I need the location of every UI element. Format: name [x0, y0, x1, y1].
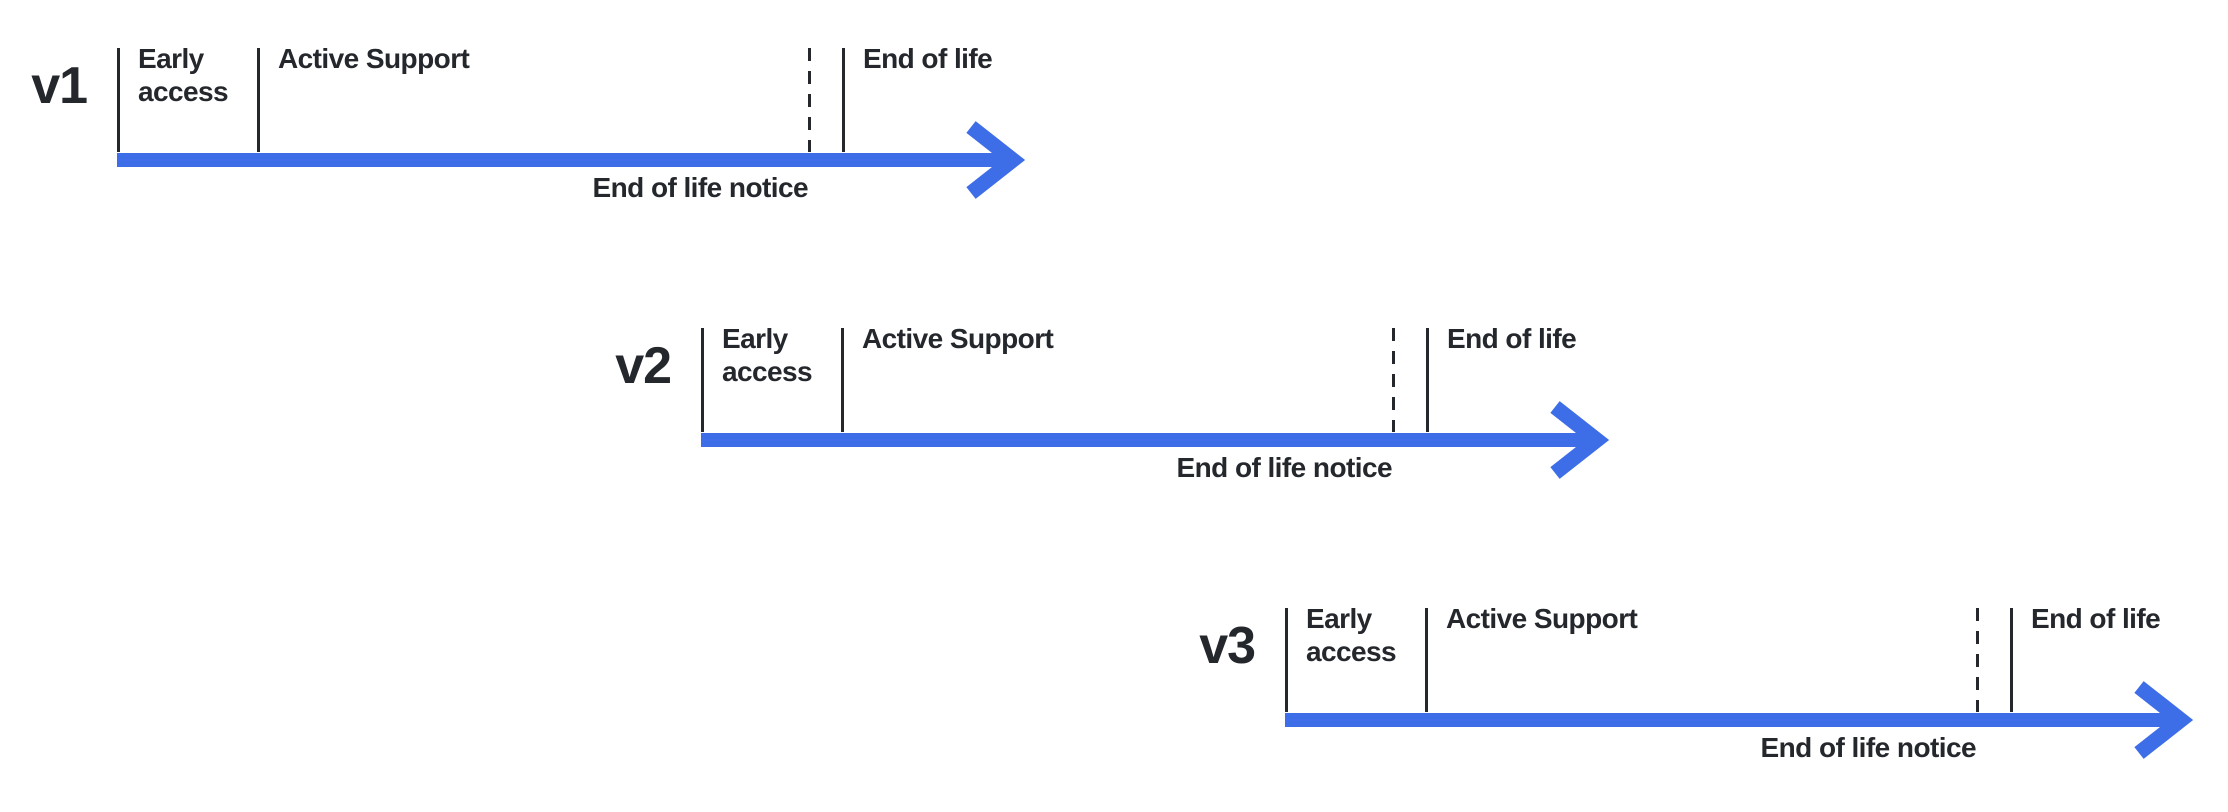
- end-of-life-label: End of life: [1447, 323, 1577, 354]
- early-access-label: Early access: [722, 323, 813, 387]
- end-of-life-notice-label: End of life notice: [1176, 452, 1393, 483]
- timeline-arrow-head-icon: [966, 121, 1026, 199]
- timeline-arrow-head-icon: [2134, 681, 2194, 759]
- early-access-label: Early access: [1306, 603, 1397, 667]
- timeline-axis-v1: [117, 48, 1026, 199]
- timeline-arrow-head-icon: [1550, 401, 1610, 479]
- end-of-life-label: End of life: [863, 43, 993, 74]
- version-label-v1: v1: [31, 57, 88, 115]
- end-of-life-notice-label: End of life notice: [1760, 732, 1977, 763]
- active-support-label: Active Support: [862, 323, 1054, 354]
- version-label-v2: v2: [615, 337, 672, 395]
- timeline-axis-v3: [1285, 608, 2194, 759]
- active-support-label: Active Support: [278, 43, 470, 74]
- early-access-label: Early access: [138, 43, 229, 107]
- timeline-v2: v2 Early access Active Support End of li…: [615, 323, 1621, 493]
- timeline-v3: v3 Early access Active Support End of li…: [1199, 603, 2205, 773]
- end-of-life-label: End of life: [2031, 603, 2161, 634]
- version-label-v3: v3: [1199, 617, 1256, 675]
- timeline-v1: v1 Early access Active Support End of li…: [31, 43, 1037, 213]
- active-support-label: Active Support: [1446, 603, 1638, 634]
- timeline-axis-v2: [701, 328, 1610, 479]
- end-of-life-notice-label: End of life notice: [592, 172, 809, 203]
